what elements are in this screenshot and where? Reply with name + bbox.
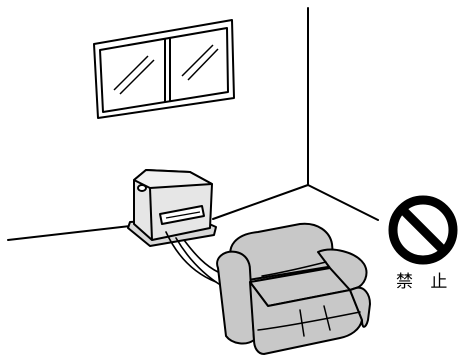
floor-right-line bbox=[308, 185, 378, 220]
floor-left-line bbox=[8, 224, 148, 240]
window bbox=[94, 20, 234, 118]
armchair bbox=[217, 224, 370, 354]
prohibited-icon bbox=[393, 200, 453, 260]
floor-mid-line bbox=[213, 185, 308, 219]
armchair-left-arm bbox=[217, 252, 254, 344]
heater bbox=[128, 170, 216, 246]
prohibited-icon-slash bbox=[402, 209, 444, 251]
heat-line-2 bbox=[176, 238, 222, 286]
heater-control-knob bbox=[138, 185, 146, 191]
prohibited-label: 禁 止 bbox=[396, 272, 466, 292]
